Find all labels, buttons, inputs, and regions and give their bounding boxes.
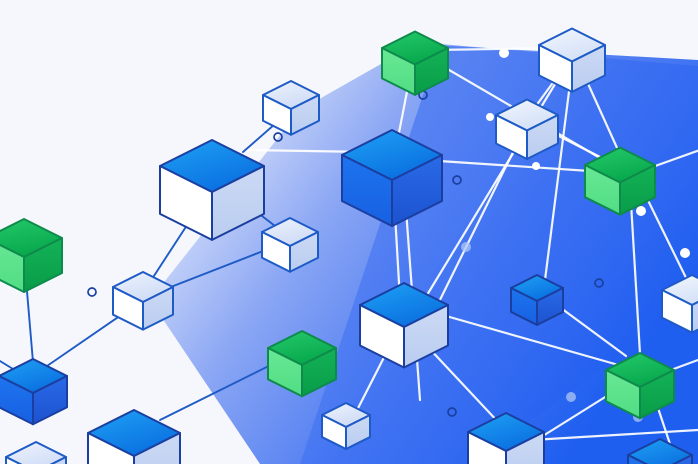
edge-blue-big-to-green-right xyxy=(422,158,607,174)
cube-green-center-left xyxy=(267,330,337,398)
cube-pale-small-upper xyxy=(262,80,320,136)
edge-white-tr-to-white-center xyxy=(422,64,568,302)
dot-hollow-left-lower xyxy=(87,287,97,297)
cube-nodes xyxy=(0,27,698,464)
edge-green-right-to-green-lower xyxy=(628,184,642,356)
edge-white-tr-to-blue-small xyxy=(543,66,574,282)
cube-green-right-lower xyxy=(605,352,675,420)
edge-green-right-to-white-right xyxy=(638,182,694,292)
cube-blue-upper-left xyxy=(159,139,265,241)
edge-white-center-to-green-lower xyxy=(430,310,624,368)
dot-pale-bottom-right xyxy=(566,392,576,402)
dot-hollow-mid xyxy=(452,175,462,185)
cube-white-center xyxy=(359,282,449,369)
cube-blue-small-center xyxy=(510,274,564,326)
cube-green-top-left-edge xyxy=(0,218,63,293)
edge-pale-uc-to-bottom xyxy=(428,128,526,322)
edge-white-bottom-to-right xyxy=(530,428,698,442)
dot-white-right-upper xyxy=(636,206,646,216)
cube-blue-bottom-right xyxy=(627,438,693,464)
dot-white-right-mid xyxy=(680,248,690,258)
dot-hollow-bottom xyxy=(447,407,457,417)
cube-pale-bottom-edge xyxy=(5,441,67,464)
cube-pale-top-right xyxy=(538,27,606,93)
cube-white-bottom-center xyxy=(467,412,545,464)
cube-blue-left-mid xyxy=(0,358,68,426)
dot-hollow-left-upper xyxy=(273,132,283,142)
dot-white-mid xyxy=(532,162,540,170)
edge-pale-right-to-pale-lower xyxy=(157,245,277,293)
dot-white-top xyxy=(499,48,509,58)
cube-green-top-node xyxy=(381,30,449,96)
cube-pale-right-of-blue xyxy=(261,217,319,273)
cube-pale-upper-center xyxy=(495,98,559,161)
dot-hollow-right xyxy=(594,278,604,288)
cube-pale-left-lower xyxy=(112,271,174,331)
dot-pale-center xyxy=(461,242,471,252)
cube-white-right-edge xyxy=(661,274,698,334)
cube-green-right-upper xyxy=(584,146,656,216)
dot-white-upper-left xyxy=(486,113,494,121)
cube-pale-small-center-bottom xyxy=(321,402,371,451)
cube-blue-big-upper xyxy=(341,129,443,227)
connection-lines-light xyxy=(244,46,698,452)
cube-blue-bottom-left xyxy=(87,409,181,464)
